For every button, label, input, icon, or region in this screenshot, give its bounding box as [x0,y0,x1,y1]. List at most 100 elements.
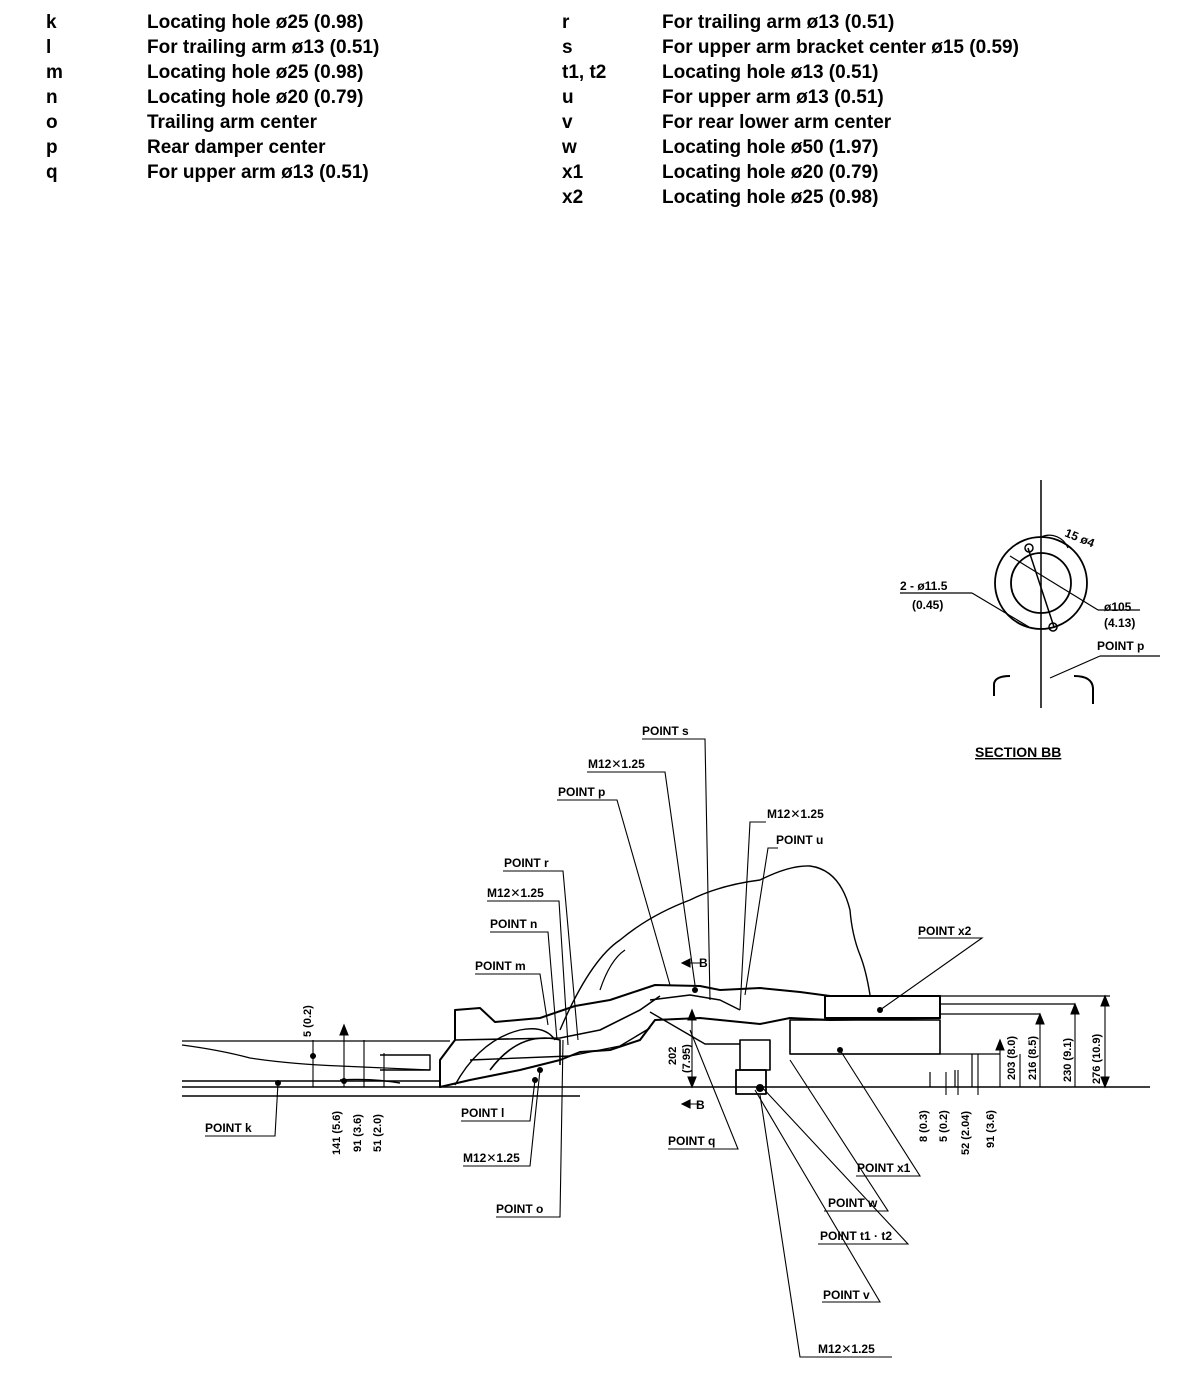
upper-arm-bracket [649,994,741,1011]
dim-5: 5 (0.2) [302,1005,314,1037]
section-title: SECTION BB [975,744,1061,760]
hole-size-inch-label: (0.45) [912,598,943,612]
label-m12-bottom: M12✕1.25 [818,1342,875,1356]
dim-202: 202 [667,1047,679,1065]
legend-description: For upper arm ø13 (0.51) [147,162,369,183]
dim-5-right: 5 (0.2) [938,1110,950,1142]
dim-91-left: 91 (3.6) [352,1114,364,1152]
rear-crossmember-box [824,995,941,1019]
legend-code: u [562,87,574,108]
inner-rail [454,995,661,1041]
hole-diagonal [1027,547,1055,628]
label-point-m: POINT m [475,959,526,973]
legend-description: For upper arm bracket center ø15 (0.59) [662,37,1019,58]
legend-description: Locating hole ø13 (0.51) [662,62,879,83]
dim-203: 203 (8.0) [1006,1036,1018,1080]
legend-code: r [562,12,570,33]
dimension-lines [312,958,1110,1109]
rear-lower-box [789,1019,941,1055]
hole-size-label: 2 - ø11.5 [900,579,948,593]
dim-230: 230 (9.1) [1062,1038,1074,1082]
legend-description: Locating hole ø20 (0.79) [147,87,364,108]
legend-code: k [46,12,57,33]
dim-216: 216 (8.5) [1027,1036,1039,1080]
legend-code: w [562,137,577,158]
legend-description: Rear damper center [147,137,326,158]
main-side-view [181,865,1150,1097]
legend-description: For trailing arm ø13 (0.51) [147,37,380,58]
legend-description: Locating hole ø25 (0.98) [147,12,364,33]
legend-description: Locating hole ø20 (0.79) [662,162,879,183]
wheel-house-contour [559,865,871,1031]
label-section-b-bottom: B [696,1098,705,1112]
legend-description: For trailing arm ø13 (0.51) [662,12,895,33]
point-markers [275,987,883,1092]
dim-276: 276 (10.9) [1091,1034,1103,1084]
legend-code: v [562,112,573,133]
legend-description: Locating hole ø25 (0.98) [147,62,364,83]
hole-leader [971,592,1030,628]
bracket-right [1073,675,1094,704]
legend-code: x1 [562,162,584,183]
pcd-inch-label: (4.13) [1104,616,1135,630]
legend-description: Trailing arm center [147,112,318,133]
bolt-hole-bottom [1048,622,1058,632]
section-bb-detail [900,480,1160,708]
wheel-house-inner [599,949,626,991]
leader-lines [205,738,984,1358]
pcd-label: ø105 [1104,600,1132,614]
inner-rail-2 [469,1027,651,1061]
label-point-k: POINT k [205,1121,252,1135]
label-point-x2: POINT x2 [918,924,972,938]
angle-arc [1040,534,1069,549]
legend-code: s [562,37,573,58]
label-point-x1: POINT x1 [857,1161,911,1175]
damper-mount [739,1039,771,1071]
legend-description: For upper arm ø13 (0.51) [662,87,884,108]
floor-contour-left [181,1044,431,1071]
label-m12-top: M12✕1.25 [588,757,645,771]
legend-description: For rear lower arm center [662,112,892,133]
dim-52: 52 (2.04) [960,1111,972,1155]
dim-8: 8 (0.3) [918,1110,930,1142]
dim-91-right: 91 (3.6) [985,1110,997,1148]
legend-description: Locating hole ø25 (0.98) [662,187,879,208]
legend-code: o [46,112,58,133]
legend-code: n [46,87,58,108]
legend-code: x2 [562,187,584,208]
label-point-l: POINT l [461,1106,504,1120]
legend-code: t1, t2 [562,62,607,83]
section-point-p-label: POINT p [1097,639,1144,653]
point-p-leader [1049,655,1101,679]
legend-code: p [46,137,58,158]
label-point-q: POINT q [668,1134,715,1148]
label-point-n: POINT n [490,917,537,931]
label-section-b-top: B [699,956,708,970]
pcd-leader [1009,555,1099,611]
legend-code: l [46,37,52,58]
label-point-r: POINT r [504,856,549,870]
bracket-left [993,675,1011,696]
label-m12-low: M12✕1.25 [463,1151,520,1165]
label-m12-right: M12✕1.25 [767,807,824,821]
trailing-arm-curve [454,1028,556,1086]
label-point-t: POINT t1 · t2 [820,1229,892,1243]
legend-code: q [46,162,58,183]
legend-description: Locating hole ø50 (1.97) [662,137,879,158]
dim-141: 141 (5.6) [331,1111,343,1155]
mount-inner-circle [1010,552,1072,614]
label-point-s: POINT s [642,724,689,738]
label-m12-left: M12✕1.25 [487,886,544,900]
dim-51: 51 (2.0) [372,1114,384,1152]
crossmember [489,1037,561,1071]
label-point-o: POINT o [496,1202,543,1216]
damper-strut [649,1011,740,1045]
label-point-w: POINT w [828,1196,878,1210]
bracket-left [380,1054,431,1071]
bolt-hole-top [1024,543,1034,553]
label-point-u: POINT u [776,833,823,847]
dim-202-inch: (7.95) [681,1044,693,1073]
label-point-v: POINT v [823,1288,870,1302]
